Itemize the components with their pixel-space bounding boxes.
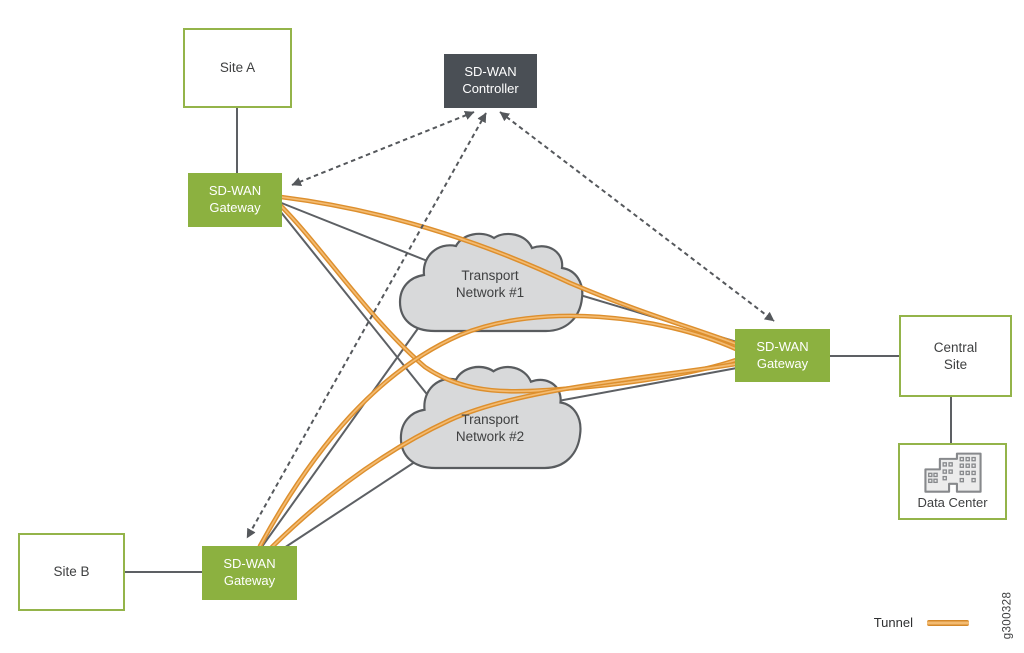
control-link-controller-gateway-right — [499, 111, 775, 322]
gateway-bottom-label-line2: Gateway — [223, 573, 276, 588]
transport-network-2-line2: Network #2 — [455, 429, 525, 444]
control-link-controller-gateway-bottom — [246, 112, 487, 539]
cloud-transport-network-2-label: Transport Network #2 — [400, 411, 580, 445]
legend-tunnel-swatch — [927, 620, 969, 626]
site-b-label: Site B — [53, 564, 90, 580]
node-site-b: Site B — [18, 533, 125, 611]
figure-id-watermark: g300328 — [1001, 591, 1014, 640]
legend-tunnel-label: Tunnel — [873, 615, 913, 630]
node-sdwan-gateway-left: SD-WAN Gateway — [188, 173, 282, 227]
node-sdwan-gateway-bottom: SD-WAN Gateway — [202, 546, 297, 600]
gateway-left-label-line1: SD-WAN — [208, 183, 262, 199]
building-icon — [923, 452, 982, 493]
transport-network-1-line1: Transport — [461, 268, 519, 283]
node-data-center: Data Center — [898, 443, 1007, 520]
gateway-left-label-line2: Gateway — [209, 200, 261, 215]
link-cloud2-gateway-right — [557, 367, 738, 402]
gateway-right-label-line2: Gateway — [756, 355, 809, 371]
central-site-label-line1: Central — [933, 339, 978, 355]
controller-label-line2: Controller — [462, 81, 519, 96]
transport-network-2-line1: Transport — [461, 412, 519, 427]
node-central-site: Central Site — [899, 315, 1012, 397]
cloud-transport-network-1-label: Transport Network #1 — [400, 267, 580, 301]
link-gateway-bottom-cloud2 — [283, 451, 431, 549]
node-sdwan-controller: SD-WAN Controller — [444, 54, 537, 108]
gateway-bottom-label-line1: SD-WAN — [223, 556, 276, 572]
transport-network-1-line2: Network #1 — [455, 285, 525, 300]
gateway-right-label-line1: SD-WAN — [756, 338, 809, 354]
central-site-label-line2: Site — [943, 357, 968, 372]
data-center-content: Data Center — [917, 451, 988, 512]
node-site-a: Site A — [183, 28, 292, 108]
controller-label-line1: SD-WAN — [464, 64, 517, 80]
data-center-label: Data Center — [917, 495, 988, 511]
control-link-controller-gateway-left — [291, 110, 475, 187]
site-a-label: Site A — [219, 60, 256, 76]
node-sdwan-gateway-right: SD-WAN Gateway — [735, 329, 830, 382]
